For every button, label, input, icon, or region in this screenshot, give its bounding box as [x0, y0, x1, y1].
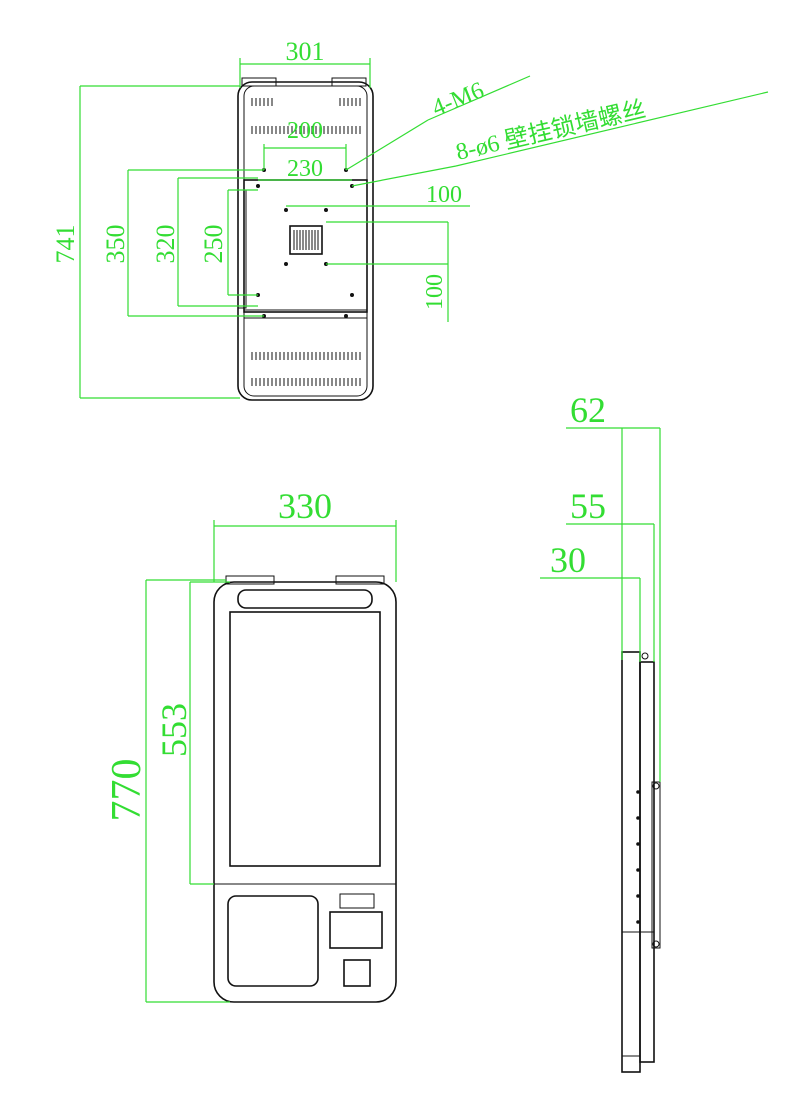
- side-view: [621, 651, 661, 1073]
- rear-view-dimensions: 301 741 350 320 250 200 230 100: [51, 37, 769, 399]
- callout-m6-label: 4-M6: [429, 77, 488, 121]
- front-small-window: [343, 959, 371, 987]
- rear-view: [237, 77, 374, 401]
- rear-pitch-200-label: 200: [287, 118, 323, 144]
- callout-wall-screws-label: 8-ø6 壁挂锁墙螺丝: [453, 96, 648, 166]
- rear-vertical-350-label: 350: [101, 225, 130, 264]
- rear-vent-bottom: [251, 352, 361, 386]
- rear-side-rail: [237, 189, 247, 309]
- rear-width-label: 301: [286, 37, 325, 66]
- front-top-handle-right: [335, 575, 385, 585]
- rear-pitch-230-label: 230: [287, 156, 323, 182]
- side-view-dimensions: 62 55 30: [540, 390, 661, 782]
- rear-vent-top: [251, 98, 361, 134]
- front-card-slot: [339, 893, 375, 909]
- rear-vertical-250-label: 250: [199, 225, 228, 264]
- rear-top-handle-right: [331, 77, 367, 87]
- rear-fan-slots: [293, 230, 319, 250]
- rear-vertical-320-label: 320: [151, 225, 180, 264]
- side-depth-55-label: 55: [570, 486, 606, 526]
- side-depth-62-label: 62: [570, 390, 606, 430]
- front-header-bar: [237, 589, 373, 609]
- rear-plate-bottom: [243, 309, 368, 319]
- front-view-dimensions: 330 770 553: [104, 486, 397, 1003]
- front-total-height-label: 770: [104, 759, 150, 822]
- front-width-label: 330: [278, 486, 332, 526]
- front-screen-height-label: 553: [154, 703, 194, 757]
- front-scanner-window: [329, 911, 383, 949]
- rear-top-handle-left: [241, 77, 277, 87]
- side-depth-30-label: 30: [550, 540, 586, 580]
- front-payment-panel: [227, 895, 319, 987]
- rear-height-label: 741: [51, 225, 80, 264]
- side-bracket: [651, 781, 661, 949]
- side-body-front: [621, 651, 641, 1073]
- front-body-outline: [213, 581, 397, 1003]
- front-view: [213, 575, 397, 1003]
- front-screen: [229, 611, 381, 867]
- rear-fan-grille: [289, 225, 323, 255]
- side-body-back: [639, 661, 655, 1063]
- rear-vesa-h-label: 100: [426, 182, 462, 208]
- rear-mount-holes: [256, 168, 354, 318]
- side-screw-points: [636, 652, 660, 948]
- rear-vesa-v-label: 100: [422, 274, 448, 310]
